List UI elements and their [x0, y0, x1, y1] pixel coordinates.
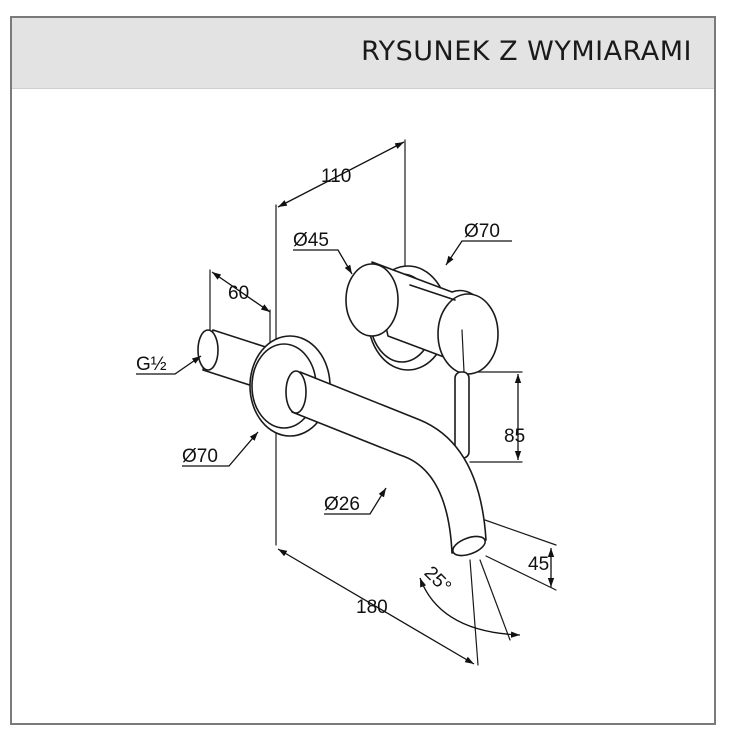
- dim-line-110: [277, 141, 405, 208]
- label-85: 85: [504, 426, 525, 447]
- label-rosette-diameter: Ø70: [182, 446, 218, 467]
- leader-spout-diameter: [324, 487, 387, 515]
- page-title: RYSUNEK Z WYMIARAMI: [361, 36, 692, 67]
- leader-body-diameter: [445, 240, 512, 266]
- dim-line-60: [211, 271, 271, 313]
- label-45: 45: [528, 554, 549, 575]
- header-bar: RYSUNEK Z WYMIARAMI: [12, 18, 714, 89]
- valve-handle: [345, 261, 499, 375]
- label-60: 60: [228, 283, 249, 304]
- thread-pipe: [197, 329, 276, 391]
- label-angle: 25°: [420, 562, 455, 597]
- label-handle-diameter: Ø45: [293, 230, 329, 251]
- leader-thread: [136, 355, 202, 375]
- label-180: 180: [356, 597, 388, 618]
- dim-line-180: [277, 548, 475, 665]
- dim-arc-25: [419, 577, 521, 638]
- label-body-diameter: Ø70: [464, 221, 500, 242]
- label-thread: G½: [136, 354, 167, 375]
- label-110: 110: [321, 166, 351, 187]
- label-spout-diameter: Ø26: [324, 494, 360, 515]
- spout: [285, 370, 487, 557]
- leader-handle-diameter: [293, 249, 353, 275]
- leader-rosette-diameter: [182, 431, 259, 467]
